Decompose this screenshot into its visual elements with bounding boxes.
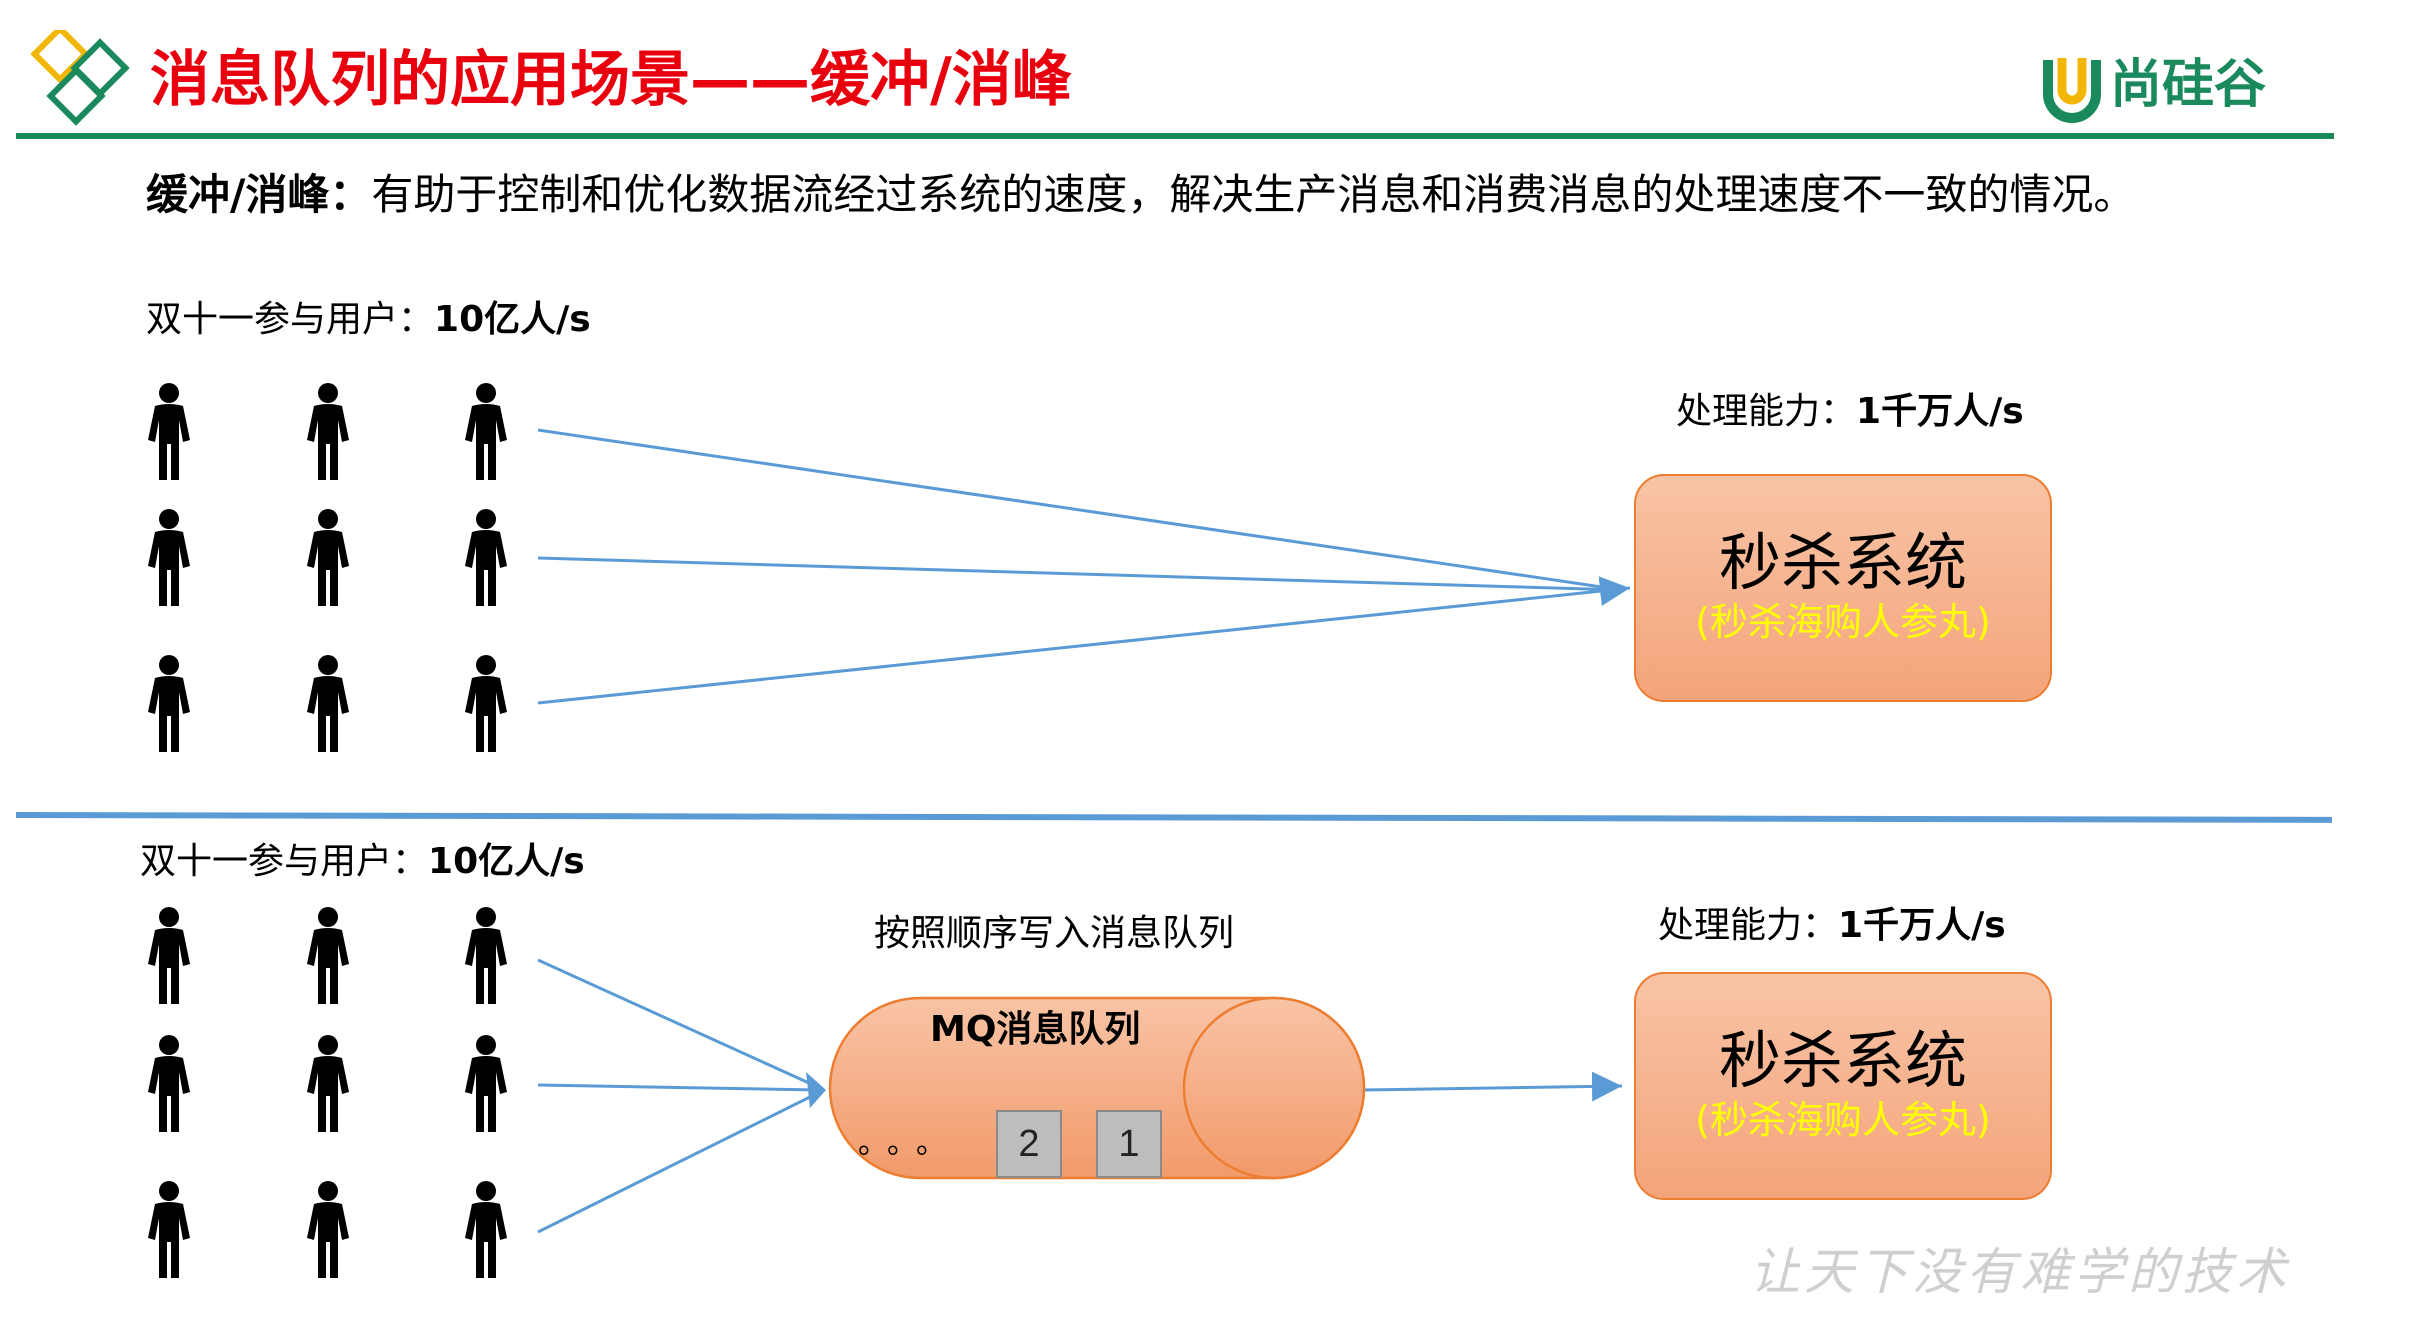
person-icon: [148, 383, 190, 480]
queue-to-system-arrow: [1361, 1071, 1623, 1102]
header-rule: [16, 133, 2334, 139]
queue-message-cell: 1: [1096, 1110, 1162, 1178]
intro-label: 缓冲/消峰：: [146, 170, 372, 219]
person-icon: [465, 509, 507, 606]
brand-logo-icon: [2043, 58, 2101, 123]
person-icon: [148, 509, 190, 606]
top-arrow-1: [537, 428, 1623, 592]
top-capacity-value: 1千万人/s: [1856, 391, 2024, 432]
bottom-users-label: 双十一参与用户：: [140, 841, 429, 882]
queue-inlet-arrowhead: [806, 1072, 826, 1108]
person-icon: [465, 655, 507, 752]
mq-queue-cylinder: [828, 996, 1366, 1180]
person-icon: [307, 1181, 349, 1278]
page-title: 消息队列的应用场景——缓冲/消峰: [150, 45, 1072, 115]
person-icon: [465, 383, 507, 480]
person-icon: [307, 655, 349, 752]
person-icon: [148, 655, 190, 752]
bottom-system-box: 秒杀系统 (秒杀海购人参丸): [1634, 972, 2052, 1200]
bottom-arrow-2: [537, 1083, 821, 1092]
diamond-logo-icon: [30, 30, 130, 126]
queue-message-cell: 2: [996, 1110, 1062, 1178]
top-capacity-note: 处理能力：1千万人/s: [1676, 388, 2024, 436]
bottom-users-value: 10亿人/s: [428, 841, 585, 882]
top-users-value: 10亿人/s: [434, 299, 591, 340]
intro-text: 缓冲/消峰：有助于控制和优化数据流经过系统的速度，解决生产消息和消费消息的处理速…: [146, 166, 2135, 224]
person-icon: [307, 509, 349, 606]
bottom-capacity-note: 处理能力：1千万人/s: [1658, 902, 2006, 950]
queue-title: MQ消息队列: [930, 1009, 1141, 1050]
person-icon: [465, 907, 507, 1004]
intro-body: 有助于控制和优化数据流经过系统的速度，解决生产消息和消费消息的处理速度不一致的情…: [371, 170, 2136, 219]
person-icon: [465, 1035, 507, 1132]
bottom-arrow-3: [537, 1090, 821, 1234]
bottom-capacity-value: 1千万人/s: [1838, 905, 2006, 946]
person-icon: [148, 1035, 190, 1132]
top-system-box: 秒杀系统 (秒杀海购人参丸): [1634, 474, 2052, 702]
bottom-capacity-label: 处理能力：: [1658, 905, 1839, 946]
person-icon: [148, 1181, 190, 1278]
top-capacity-label: 处理能力：: [1676, 391, 1857, 432]
top-users-label: 双十一参与用户：: [146, 299, 435, 340]
person-icon: [307, 1035, 349, 1132]
watermark-slogan: 让天下没有难学的技术: [1750, 1243, 2290, 1301]
top-system-subtitle: (秒杀海购人参丸): [1695, 600, 1991, 644]
person-icon: [465, 1181, 507, 1278]
top-arrow-2: [537, 556, 1623, 592]
top-users-note: 双十一参与用户：10亿人/s: [146, 296, 591, 344]
person-icon: [148, 907, 190, 1004]
queue-caption: 按照顺序写入消息队列: [874, 913, 1235, 954]
person-icon: [307, 383, 349, 480]
bottom-users-note: 双十一参与用户：10亿人/s: [140, 838, 585, 886]
bottom-system-title: 秒杀系统: [1718, 1024, 1967, 1097]
queue-ellipsis: 。。。: [858, 1127, 960, 1160]
bottom-system-subtitle: (秒杀海购人参丸): [1695, 1098, 1991, 1142]
bottom-arrow-1: [537, 958, 821, 1090]
brand-name: 尚硅谷: [2110, 55, 2267, 115]
person-icon: [307, 907, 349, 1004]
top-arrow-3: [537, 576, 1631, 705]
top-system-title: 秒杀系统: [1718, 526, 1967, 599]
